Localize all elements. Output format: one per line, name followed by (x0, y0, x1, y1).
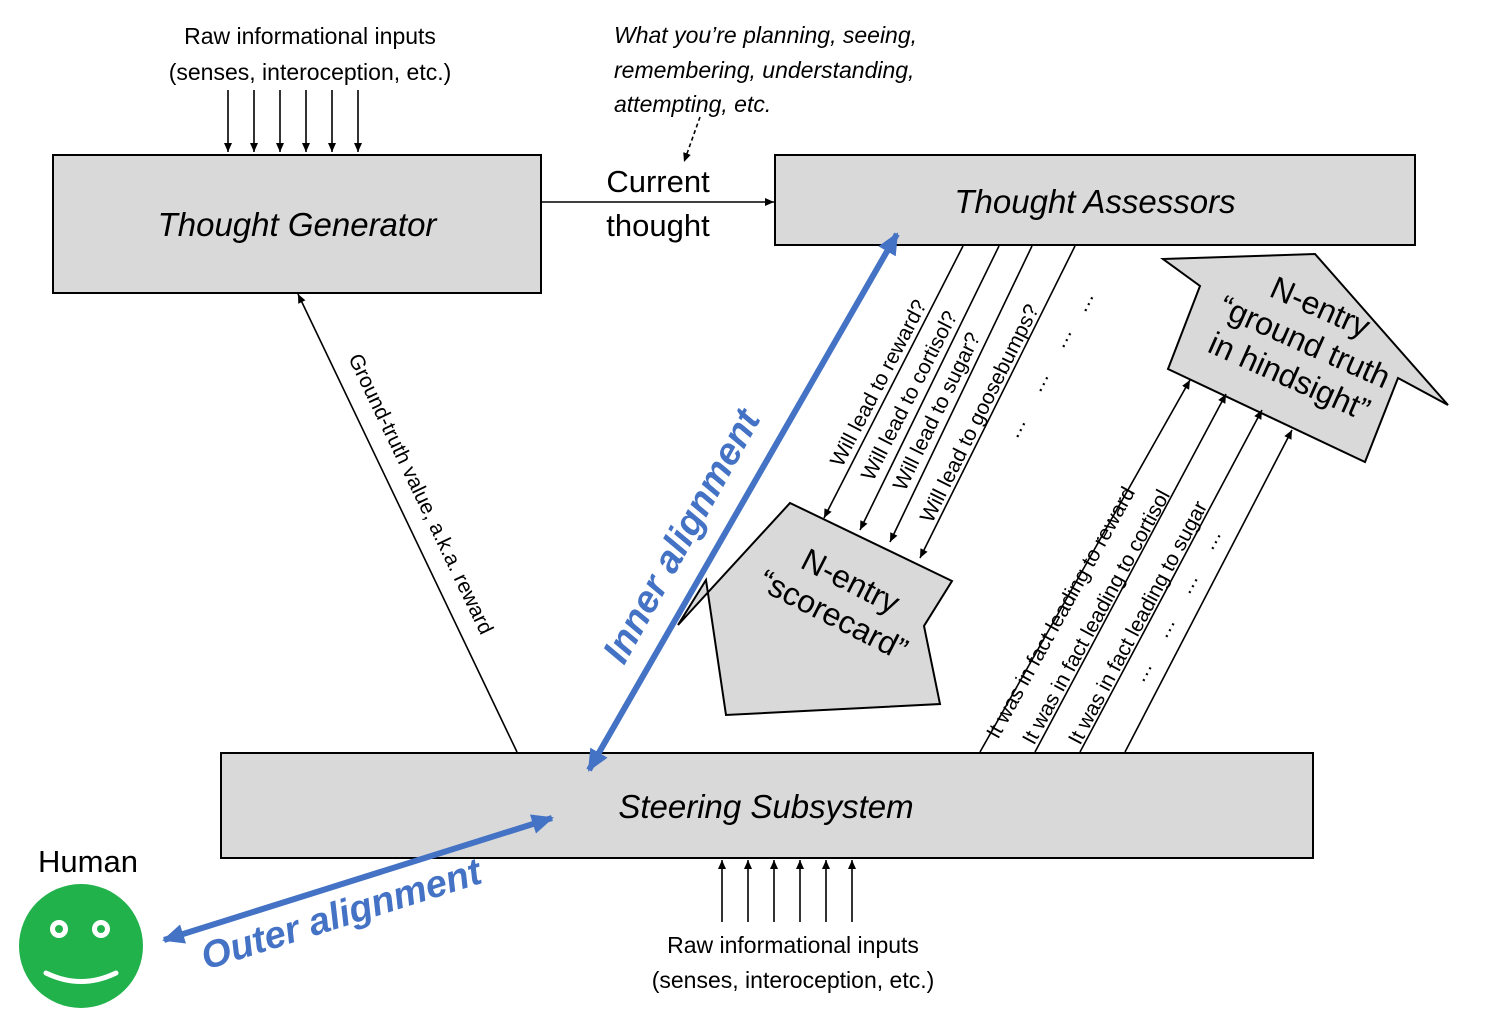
thought-generator-box (52, 154, 542, 294)
ground-truth-arrow (297, 293, 518, 753)
note-dashed-arrow (683, 116, 701, 163)
hindsight-arrows (979, 379, 1293, 753)
thought-note-line3: attempting, etc. (614, 91, 771, 117)
bottom-inputs-line2: (senses, interoception, etc.) (652, 967, 935, 993)
current-thought-line1: Current (606, 164, 710, 199)
thought-generator-label: Thought Generator (158, 206, 439, 243)
smiley-face-icon (19, 884, 143, 1008)
top-inputs-line1: Raw informational inputs (184, 23, 436, 49)
thought-note-line1: What you’re planning, seeing, (614, 22, 917, 48)
prediction-ellipsis-4: … (1069, 287, 1099, 316)
hindsight-ellipsis-2: … (1150, 613, 1180, 642)
hindsight-ellipsis-1: … (1127, 657, 1157, 686)
top-inputs-line2: (senses, interoception, etc.) (169, 59, 452, 85)
ground-truth-label: Ground-truth value, a.k.a. reward (343, 350, 497, 638)
inner-alignment-arrow (586, 232, 900, 772)
steering-subsystem-label: Steering Subsystem (618, 788, 913, 825)
human-label: Human (38, 844, 138, 879)
thought-assessors-box (774, 154, 1416, 246)
prediction-ellipsis-3: … (1047, 323, 1077, 352)
current-thought-line2: thought (606, 208, 710, 243)
bottom-input-arrows (718, 860, 856, 922)
outer-alignment-arrow (162, 814, 554, 944)
thought-note-line2: remembering, understanding, (614, 57, 914, 83)
top-input-arrows (224, 90, 362, 152)
thought-assessors-label: Thought Assessors (954, 183, 1235, 220)
bottom-inputs-line1: Raw informational inputs (667, 932, 919, 958)
ground-truth-hindsight-big-arrow (1160, 252, 1449, 464)
prediction-ellipsis-1: … (1001, 413, 1031, 442)
prediction-ellipsis-2: … (1024, 367, 1054, 396)
hindsight-ellipsis-3: … (1173, 569, 1203, 598)
